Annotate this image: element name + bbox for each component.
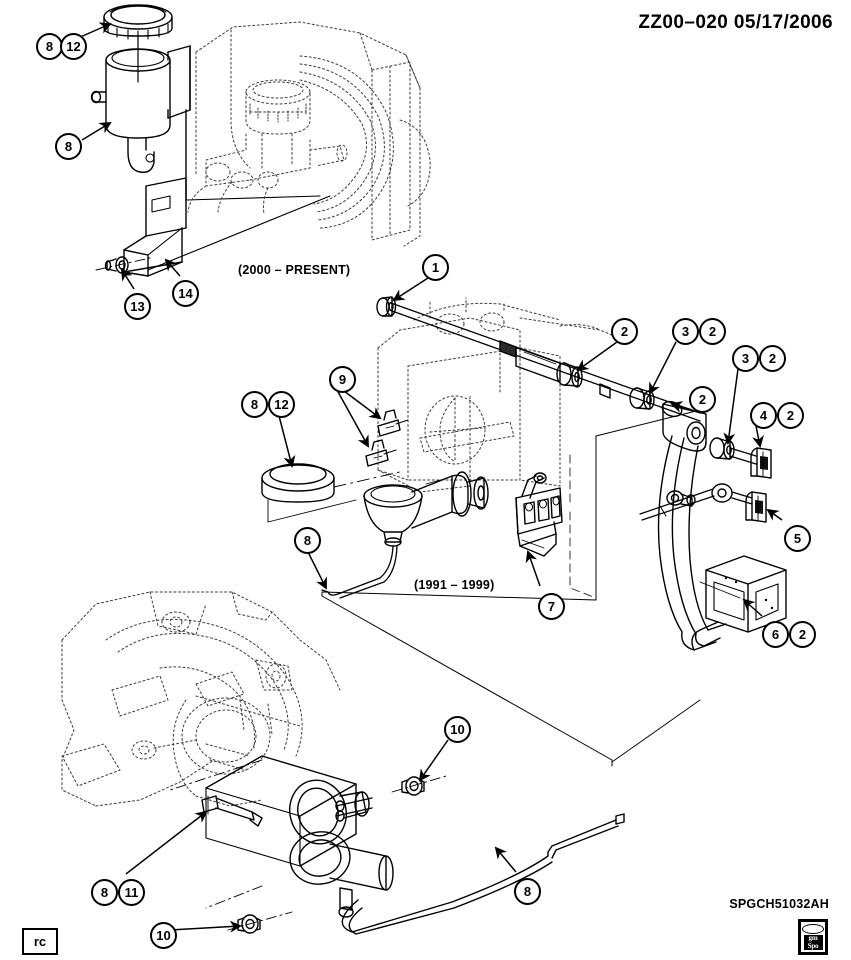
pedal-pivot-shaft-assembly: [376, 296, 772, 479]
callout-balloon-10[interactable]: 10: [444, 716, 471, 743]
callout-number: 2: [698, 392, 707, 407]
variant-label-1991-1999: (1991 – 1999): [414, 578, 495, 592]
drawing-header-text: ZZ00–020 05/17/2006: [638, 12, 833, 33]
retainer-clip-4: [750, 447, 772, 479]
retainer-clip-5: [745, 491, 767, 523]
callout-number: 12: [274, 397, 289, 412]
clutch-actuator-assembly: [169, 755, 625, 935]
callout-leader-lines: [77, 22, 783, 933]
clutch-pedal-pad: [699, 555, 787, 633]
callout-balloon-9[interactable]: 9: [329, 366, 356, 393]
callout-balloon-14[interactable]: 14: [172, 280, 199, 307]
construction-lines: [321, 409, 701, 767]
callout-number: 2: [620, 324, 629, 339]
transmission-phantom: [61, 591, 341, 807]
callout-number: 6: [771, 627, 780, 642]
logo-oval: [802, 924, 824, 934]
pivot-bushing-3a: [629, 387, 655, 410]
master-cylinder-reservoir: [363, 484, 423, 547]
gm-spo-logo: gm Spo: [798, 919, 828, 955]
revision-box-label: rc: [33, 934, 47, 949]
callout-balloon-8[interactable]: 8: [241, 391, 268, 418]
callout-number: 3: [681, 324, 690, 339]
callout-balloon-2[interactable]: 2: [699, 318, 726, 345]
callout-number: 14: [178, 286, 193, 301]
callout-balloon-3[interactable]: 3: [732, 345, 759, 372]
callout-number: 7: [547, 599, 556, 614]
callout-balloon-2[interactable]: 2: [689, 386, 716, 413]
callout-number: 5: [793, 531, 802, 546]
callout-number: 3: [741, 351, 750, 366]
callout-balloon-12[interactable]: 12: [268, 391, 295, 418]
callout-balloon-11[interactable]: 11: [118, 879, 145, 906]
clutch-master-cylinder-assembly: [261, 409, 489, 599]
callout-balloon-7[interactable]: 7: [538, 593, 565, 620]
callout-number: 11: [124, 885, 139, 900]
callout-number: 10: [450, 722, 465, 737]
reservoir-bracket-part: [123, 45, 331, 277]
pedal-support-bracket-phantom: [377, 297, 629, 493]
callout-balloon-13[interactable]: 13: [124, 293, 151, 320]
callout-balloon-6[interactable]: 6: [762, 621, 789, 648]
logo-spo-text: Spo: [803, 942, 823, 950]
callout-number: 8: [100, 885, 109, 900]
callout-balloon-2[interactable]: 2: [611, 318, 638, 345]
callout-balloon-8[interactable]: 8: [91, 879, 118, 906]
actuator-bolt-11: [201, 795, 263, 827]
line-nut-10a: [391, 775, 447, 796]
drawing-code-text: SPGCH51032AH: [729, 897, 829, 911]
master-cylinder-cap: [261, 463, 335, 503]
callout-number: 8: [45, 39, 54, 54]
callout-number: 1: [431, 260, 440, 275]
brake-booster-phantom: [187, 21, 431, 247]
callout-number: 8: [250, 397, 259, 412]
callout-number: 8: [303, 533, 312, 548]
pushrod-eye: [639, 483, 753, 521]
callout-number: 10: [156, 928, 171, 943]
reservoir-cap-part: [103, 4, 173, 41]
pivot-bushing-1: [376, 296, 397, 317]
reservoir-body-part: [90, 48, 171, 173]
callout-balloon-3[interactable]: 3: [672, 318, 699, 345]
master-cylinder-body: [411, 471, 489, 529]
callout-balloon-5[interactable]: 5: [784, 525, 811, 552]
callout-balloon-10[interactable]: 10: [150, 922, 177, 949]
callout-balloon-2[interactable]: 2: [789, 621, 816, 648]
line-nut-10b: [227, 911, 293, 934]
remote-reservoir-assembly: [90, 4, 331, 277]
callout-number: 2: [708, 324, 717, 339]
callout-balloon-2[interactable]: 2: [777, 402, 804, 429]
callout-balloon-4[interactable]: 4: [750, 402, 777, 429]
line-clip-9b: [365, 439, 397, 467]
callout-balloon-8[interactable]: 8: [36, 33, 63, 60]
line-clip-9a: [377, 409, 409, 437]
callout-number: 4: [759, 408, 768, 423]
callout-number: 2: [798, 627, 807, 642]
callout-balloon-8[interactable]: 8: [514, 878, 541, 905]
callout-number: 2: [786, 408, 795, 423]
callout-number: 2: [768, 351, 777, 366]
callout-number: 13: [130, 299, 145, 314]
clutch-pedal-arm-assembly: [639, 435, 787, 651]
callout-number: 9: [338, 372, 347, 387]
callout-balloon-8[interactable]: 8: [55, 133, 82, 160]
callout-number: 8: [523, 884, 532, 899]
callout-number: 8: [64, 139, 73, 154]
clutch-position-switch: [515, 454, 597, 599]
logo-gm-text: gm: [803, 934, 823, 943]
callout-balloon-1[interactable]: 1: [422, 254, 449, 281]
callout-balloon-2[interactable]: 2: [759, 345, 786, 372]
callout-number: 12: [66, 39, 81, 54]
callout-balloon-8[interactable]: 8: [294, 527, 321, 554]
callout-balloon-12[interactable]: 12: [60, 33, 87, 60]
revision-box: rc: [22, 928, 58, 955]
variant-label-2000-present: (2000 – PRESENT): [238, 263, 351, 277]
